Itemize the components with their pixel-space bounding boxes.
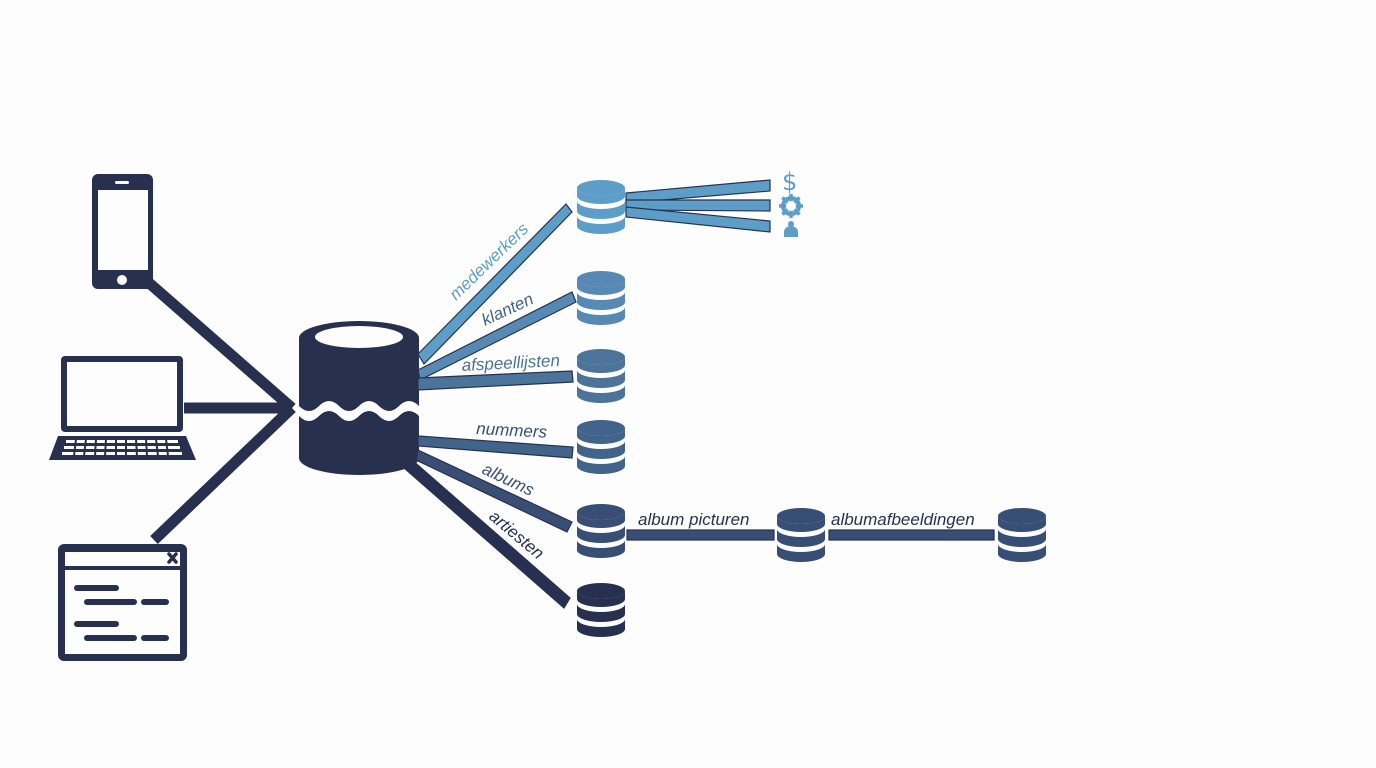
database-album-picturen-icon[interactable] xyxy=(777,508,825,562)
database-albumafbeeldingen-icon[interactable] xyxy=(998,508,1046,562)
database-nummers-icon[interactable] xyxy=(577,420,625,474)
table-label-afspeellijsten: afspeellijsten xyxy=(461,351,560,375)
close-icon[interactable] xyxy=(167,552,178,564)
application-window-icon[interactable] xyxy=(58,544,187,661)
album-chain-connectors xyxy=(626,529,995,541)
medewerkers-connectors xyxy=(625,179,771,233)
gear-icon xyxy=(779,194,803,218)
table-label-nummers: nummers xyxy=(476,419,548,442)
dollar-icon: $ xyxy=(782,168,797,196)
chain-label-albumafbeeldingen: albumafbeeldingen xyxy=(831,510,975,529)
smartphone-icon[interactable] xyxy=(92,174,153,289)
laptop-icon[interactable] xyxy=(49,356,196,460)
person-icon xyxy=(784,221,798,237)
database-medewerkers-icon[interactable] xyxy=(577,180,625,234)
chain-label-album-picturen: album picturen xyxy=(638,510,750,529)
database-albums-icon[interactable] xyxy=(577,504,625,558)
database-artiesten-icon[interactable] xyxy=(577,583,625,637)
database-klanten-icon[interactable] xyxy=(577,271,625,325)
client-connectors xyxy=(144,277,296,544)
table-connectors xyxy=(403,203,577,609)
data-lake-hub-icon[interactable] xyxy=(299,321,419,475)
database-afspeellijsten-icon[interactable] xyxy=(577,349,625,403)
